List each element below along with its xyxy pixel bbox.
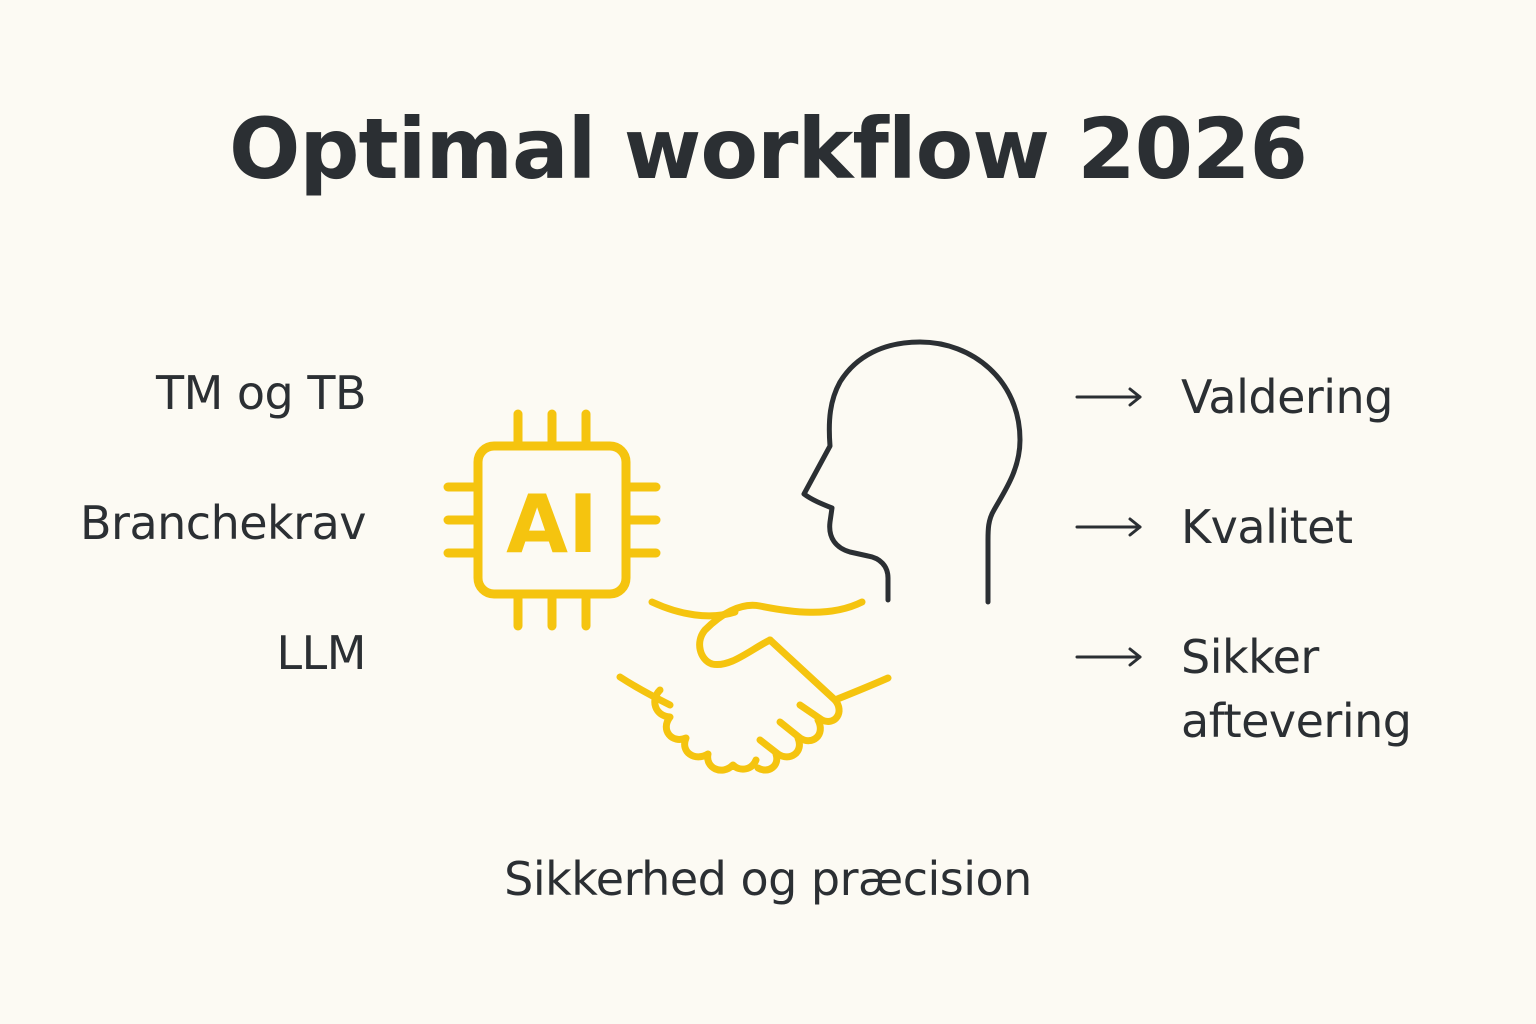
ai-chip-label: AI — [506, 478, 598, 571]
arrow-right-icon — [1075, 387, 1142, 407]
output-label-aftevering: aftevering — [1181, 694, 1412, 748]
footer-caption: Sikkerhed og præcision — [504, 852, 1032, 906]
output-label-valdering: Valdering — [1181, 370, 1393, 424]
handshake-icon — [616, 598, 892, 774]
arrow-right-icon — [1075, 517, 1142, 537]
human-head-icon — [801, 339, 1023, 605]
ai-chip-icon — [443, 409, 661, 631]
page-title: Optimal workflow 2026 — [228, 100, 1308, 198]
input-label-llm: LLM — [276, 626, 367, 680]
output-label-kvalitet: Kvalitet — [1181, 500, 1353, 554]
input-label-tm-tb: TM og TB — [155, 366, 367, 420]
output-label-sikker: Sikker — [1181, 630, 1319, 684]
arrow-right-icon — [1075, 647, 1142, 667]
input-label-branchekrav: Branchekrav — [79, 496, 367, 550]
